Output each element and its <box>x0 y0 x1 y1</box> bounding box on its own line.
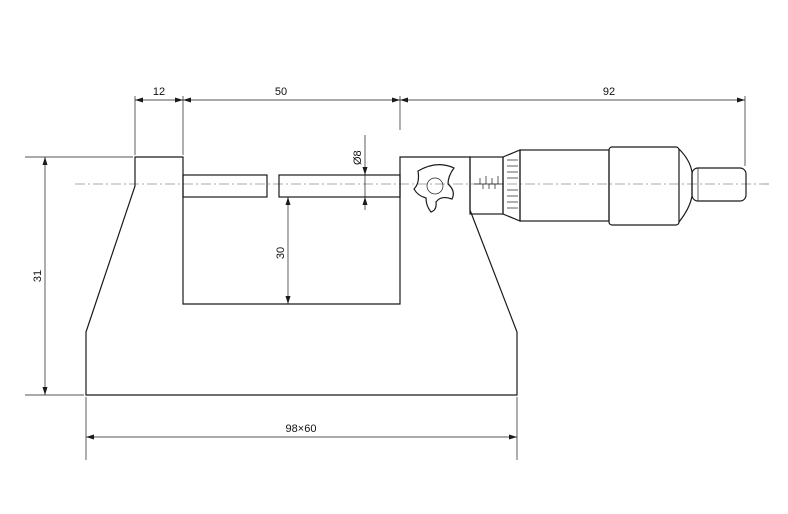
top-dimensions <box>134 96 746 166</box>
spindle <box>278 174 401 198</box>
ratchet <box>608 146 747 226</box>
lock-nut <box>413 164 455 213</box>
sleeve <box>469 156 504 215</box>
dim-spindle-length: 92 <box>603 86 615 98</box>
dim-gap: 50 <box>275 86 287 98</box>
dim-base-size: 98×60 <box>286 423 317 435</box>
anvil <box>182 174 268 198</box>
diameter-dimension <box>362 135 368 210</box>
dim-anvil-diameter: Ø8 <box>352 150 364 165</box>
frame-outline <box>85 156 518 396</box>
thimble <box>502 149 610 222</box>
dim-frame-height: 31 <box>32 270 44 282</box>
height-dimension <box>25 156 133 396</box>
base-dimension <box>85 397 518 460</box>
dim-left-jaw-width: 12 <box>153 86 165 98</box>
throat-dimension <box>285 197 291 304</box>
dim-throat-depth: 30 <box>275 247 287 259</box>
